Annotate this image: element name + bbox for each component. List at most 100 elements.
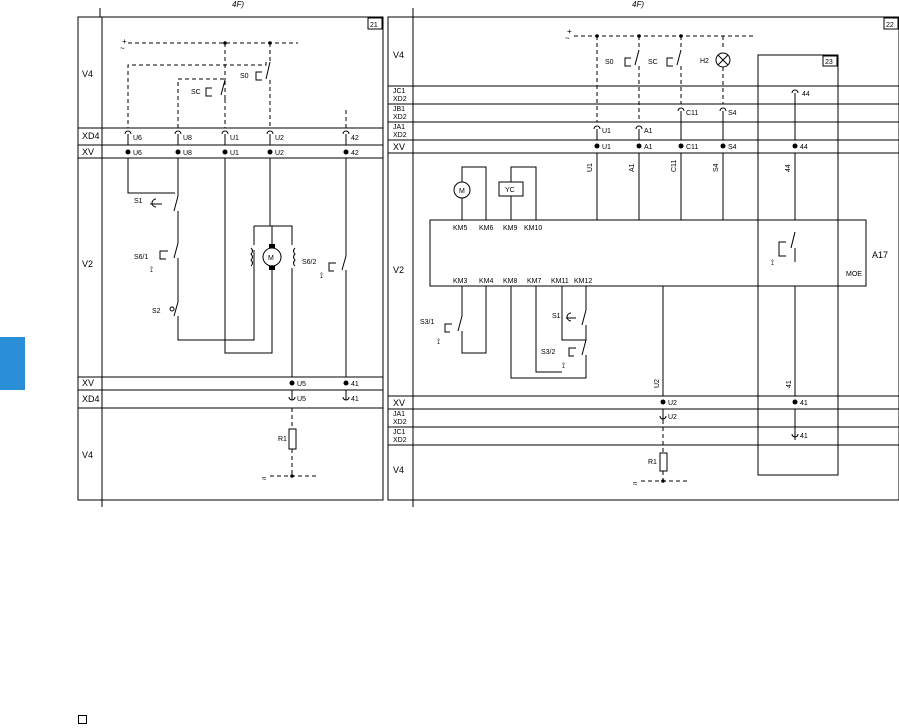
svg-text:U8: U8	[183, 150, 192, 157]
row-label-v4: V4	[82, 450, 93, 460]
component-a17: A17	[872, 250, 888, 260]
unit-a17	[429, 219, 867, 287]
svg-text:U1: U1	[230, 135, 239, 142]
row-label-xv: XV	[393, 398, 405, 408]
svg-text:⟟: ⟟	[320, 271, 323, 280]
svg-text:44: 44	[800, 144, 808, 151]
component-h2: H2	[700, 58, 709, 65]
row-label-xd4: XD4	[82, 394, 100, 404]
svg-text:C11: C11	[686, 144, 698, 151]
svg-text:U2: U2	[668, 400, 677, 407]
xd4-terminals: U6 U8 U1 U2 42	[124, 130, 359, 145]
svg-text:KM8: KM8	[503, 278, 518, 285]
component-sc: SC	[191, 89, 201, 96]
row-label-jc1: JC1	[393, 88, 406, 95]
component-moe: MOE	[846, 271, 862, 278]
box-page-number: 23	[825, 59, 833, 66]
component-s3-1: S3/1	[420, 319, 435, 326]
svg-text:KM5: KM5	[453, 225, 468, 232]
svg-text:U1: U1	[602, 144, 611, 151]
svg-text:U8: U8	[183, 135, 192, 142]
component-motor: M	[268, 255, 274, 262]
svg-text:C11: C11	[686, 110, 698, 117]
svg-text:C11: C11	[671, 160, 678, 172]
plus-symbol: +	[122, 37, 127, 46]
svg-text:KM4: KM4	[479, 278, 494, 285]
section-tab	[0, 337, 25, 390]
component-r1-right: R1	[648, 459, 657, 466]
svg-text:⟟: ⟟	[771, 258, 774, 267]
svg-text:⟟: ⟟	[437, 337, 440, 346]
left-page-number: 21	[370, 22, 378, 29]
row-label-xv: XV	[82, 378, 94, 388]
svg-text:42: 42	[351, 150, 359, 157]
row-label-v2: V2	[82, 259, 93, 269]
svg-text:U2: U2	[275, 135, 284, 142]
row-label-xv: XV	[393, 142, 405, 152]
right-header-mark: 4F)	[632, 0, 644, 9]
row-label-xd4: XD4	[82, 131, 100, 141]
svg-text:41: 41	[800, 400, 808, 407]
svg-text:42: 42	[351, 135, 359, 142]
svg-text:U1: U1	[602, 128, 611, 135]
svg-text:KM12: KM12	[574, 278, 592, 285]
svg-text:A1: A1	[629, 163, 636, 172]
svg-text:KM7: KM7	[527, 278, 542, 285]
component-s6-2: S6/2	[302, 259, 317, 266]
svg-text:U2: U2	[654, 379, 661, 388]
svg-text:U6: U6	[133, 150, 142, 157]
right-page-number: 22	[886, 22, 894, 29]
component-s3-2: S3/2	[541, 349, 556, 356]
svg-text:S4: S4	[728, 110, 737, 117]
svg-text:A1: A1	[644, 128, 653, 135]
svg-text:U1: U1	[587, 163, 594, 172]
row-label-ja1: JA1	[393, 124, 405, 131]
svg-text:+: +	[567, 27, 572, 36]
svg-text:41: 41	[800, 433, 808, 440]
tilde-symbol: ~	[120, 44, 125, 53]
svg-text:U5: U5	[297, 396, 306, 403]
row-label-xd2: XD2	[393, 419, 407, 426]
svg-text:44: 44	[802, 91, 810, 98]
svg-text:KM6: KM6	[479, 225, 494, 232]
svg-text:U2: U2	[668, 414, 677, 421]
component-yc: YC	[505, 187, 515, 194]
svg-text:≈: ≈	[633, 479, 638, 488]
svg-text:41: 41	[351, 381, 359, 388]
component-m-right: M	[459, 188, 465, 195]
row-label-v4: V4	[393, 50, 404, 60]
row-label-jc1: JC1	[393, 429, 406, 436]
svg-text:41: 41	[786, 380, 793, 388]
component-s1: S1	[134, 198, 143, 205]
svg-text:44: 44	[785, 164, 792, 172]
row-label-v2: V2	[393, 265, 404, 275]
component-sc-right: SC	[648, 59, 658, 66]
tilde-bottom-symbol: ≈	[262, 474, 267, 483]
svg-text:KM10: KM10	[524, 225, 542, 232]
svg-text:U5: U5	[297, 381, 306, 388]
svg-text:S4: S4	[713, 163, 720, 172]
row-label-xd2: XD2	[393, 132, 407, 139]
left-header-mark: 4F)	[232, 0, 244, 9]
row-label-xd2: XD2	[393, 96, 407, 103]
row-label-v4: V4	[393, 465, 404, 475]
row-label-ja1: JA1	[393, 411, 405, 418]
svg-text:~: ~	[565, 34, 570, 43]
left-panel: 21 V4 XD4 XV V2 XV XD4 V4 + ~ SC S0	[77, 16, 384, 507]
svg-text:A1: A1	[644, 144, 653, 151]
component-s0: S0	[240, 73, 249, 80]
svg-text:KM9: KM9	[503, 225, 518, 232]
svg-text:⟟: ⟟	[150, 265, 153, 274]
svg-text:U1: U1	[230, 150, 239, 157]
row-label-xv: XV	[82, 147, 94, 157]
svg-text:KM11: KM11	[551, 278, 569, 285]
xv-terminals: U6 U8 U1 U2 42	[125, 149, 359, 157]
component-s6-1: S6/1	[134, 254, 149, 261]
svg-text:⟟: ⟟	[562, 361, 565, 370]
svg-text:KM3: KM3	[453, 278, 468, 285]
footer-checkbox	[78, 715, 87, 724]
svg-text:U2: U2	[275, 150, 284, 157]
row-label-jb1: JB1	[393, 106, 405, 113]
component-s1-right: S1	[552, 313, 561, 320]
